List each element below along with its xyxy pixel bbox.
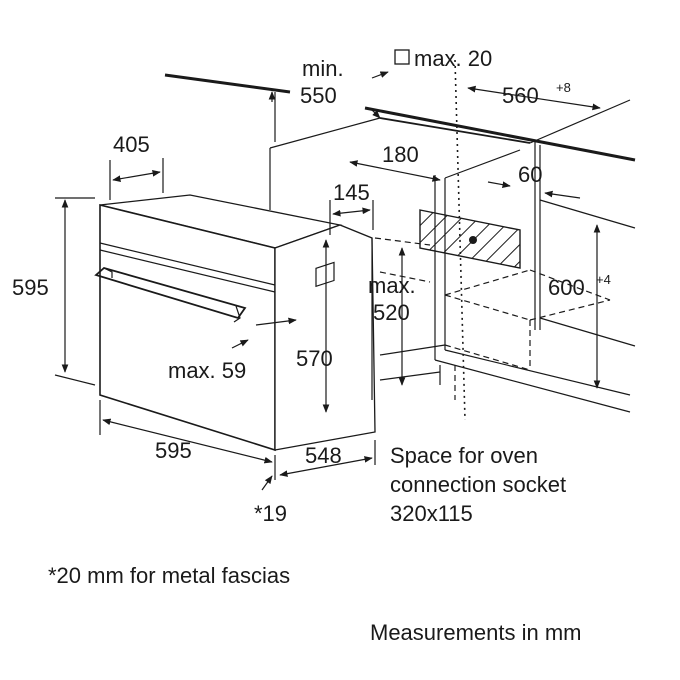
socket-note: Space for oven connection socket 320x115 bbox=[390, 443, 566, 526]
oven-body bbox=[94, 194, 376, 452]
dim-548: 548 bbox=[305, 443, 342, 468]
socket-note-line3: 320x115 bbox=[390, 501, 473, 526]
units-note: Measurements in mm bbox=[370, 620, 582, 645]
centre-dotted-line bbox=[454, 59, 466, 421]
dimension-labels: min. 550 max. 20 560 +8 405 180 60 145 5… bbox=[12, 46, 611, 526]
dim-145: 145 bbox=[333, 180, 370, 205]
dim-595-bottom: 595 bbox=[155, 438, 192, 463]
dim-570: 570 bbox=[296, 346, 333, 371]
dim-180: 180 bbox=[382, 142, 419, 167]
dim-595-left: 595 bbox=[12, 275, 49, 300]
dimension-lines bbox=[54, 49, 601, 491]
dim-560-sup: +8 bbox=[556, 80, 571, 95]
dim-560: 560 bbox=[502, 83, 539, 108]
dim-max-20: max. 20 bbox=[414, 46, 492, 71]
socket-note-line2: connection socket bbox=[390, 472, 566, 497]
footnote: *20 mm for metal fascias bbox=[48, 563, 290, 588]
dim-600-sup: +4 bbox=[596, 272, 611, 287]
dashed-outline bbox=[374, 237, 611, 400]
dim-60: 60 bbox=[518, 162, 542, 187]
socket-area bbox=[419, 209, 521, 269]
dim-max-520-label: max. bbox=[368, 273, 416, 298]
dim-max-59: max. 59 bbox=[168, 358, 246, 383]
dim-550: 550 bbox=[300, 83, 337, 108]
dim-520: 520 bbox=[373, 300, 410, 325]
dim-star-19: *19 bbox=[254, 501, 287, 526]
dim-min-label: min. bbox=[302, 56, 344, 81]
socket-note-line1: Space for oven bbox=[390, 443, 538, 468]
dim-405: 405 bbox=[113, 132, 150, 157]
dim-600: 600 bbox=[548, 275, 585, 300]
